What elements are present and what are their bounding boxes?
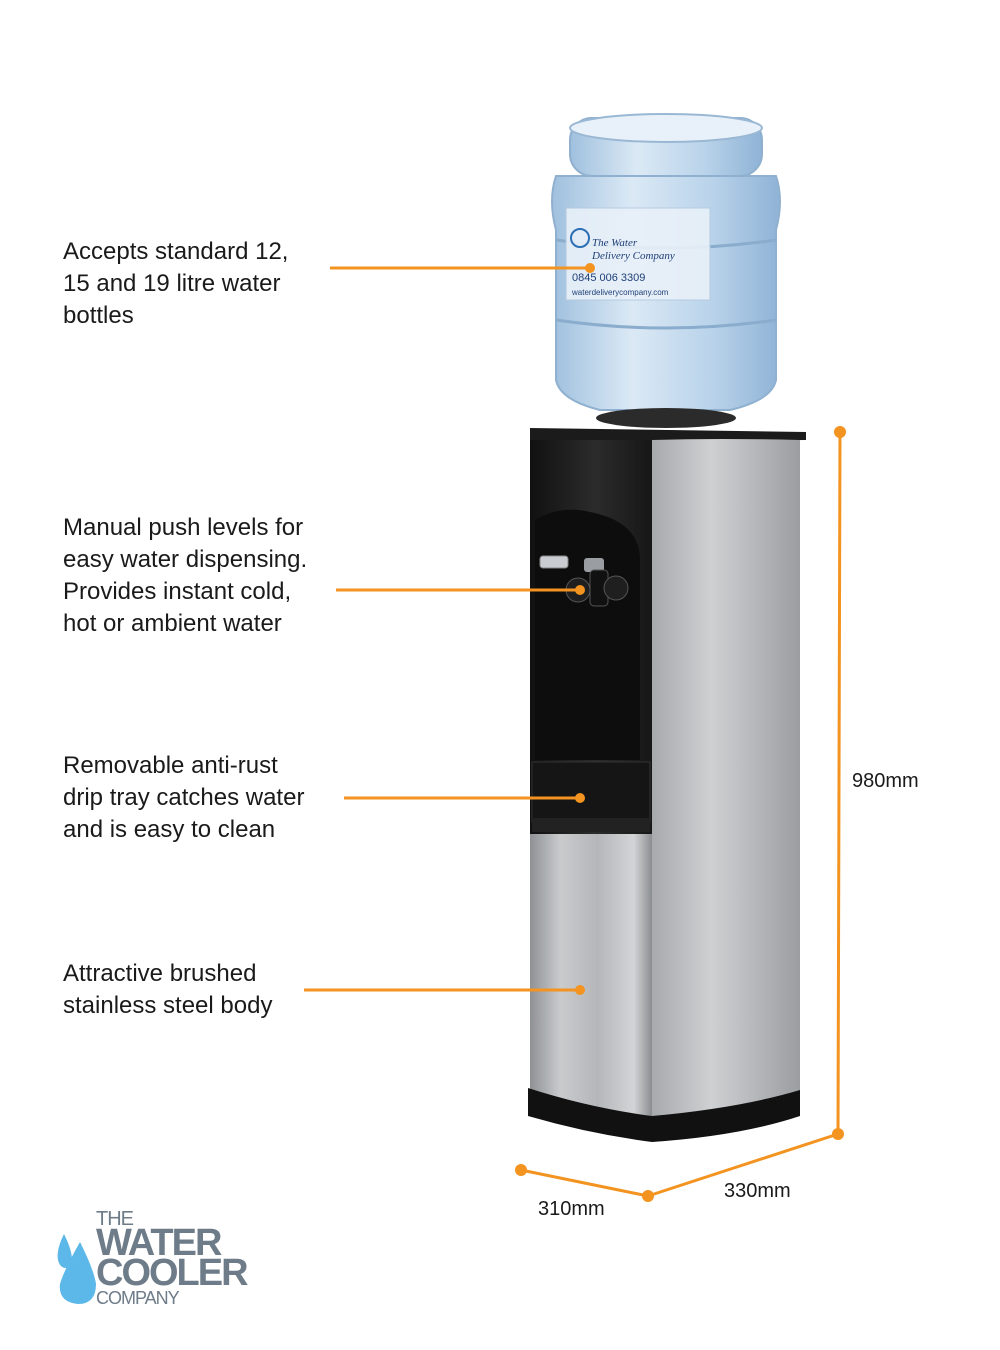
bottle-label-phone: 0845 006 3309	[572, 272, 645, 284]
dimension-height-top	[834, 426, 846, 438]
bottle-label-line2: Delivery Company	[591, 250, 675, 262]
bottle-label-line1: The Water	[592, 237, 638, 249]
bottle-rib-2	[555, 318, 777, 330]
drip-tray	[531, 761, 651, 823]
cooler-side-panel	[652, 439, 800, 1120]
water-drop-icon	[57, 1234, 96, 1304]
leader-bottle-dot	[585, 263, 595, 273]
cooler-lower-front	[530, 834, 652, 1118]
dimension-depth-line	[647, 1132, 839, 1198]
callout-body: Attractive brushed stainless steel body	[63, 960, 273, 1019]
cooler	[528, 428, 806, 1142]
dispense-taps	[539, 555, 629, 607]
leader-drip-tray-dot	[575, 793, 585, 803]
logo-line-water: WATER	[96, 1222, 222, 1264]
bottle-label-url: waterdeliverycompany.com	[571, 288, 669, 297]
callout-drip-tray: Removable anti-rust drip tray catches wa…	[63, 752, 305, 843]
dispense-recess	[535, 509, 640, 760]
dimension-height-line	[836, 431, 842, 1135]
bottle-label-logo	[570, 228, 590, 248]
dimension-width-line	[520, 1168, 649, 1198]
cooler-base	[528, 1088, 800, 1142]
company-logo: THE WATER COOLER COMPANY	[50, 1208, 250, 1310]
dimension-width-label: 310mm	[538, 1198, 605, 1220]
tap-3	[603, 575, 629, 601]
water-bottle: The Water Delivery Company 0845 006 3309…	[551, 113, 781, 428]
dimension-lines	[515, 426, 846, 1202]
leader-taps-dot	[575, 585, 585, 595]
dimension-depth-label: 330mm	[724, 1180, 791, 1202]
dimension-width-end	[515, 1164, 527, 1176]
logo-line-cooler: COOLER	[96, 1252, 249, 1294]
callout-leaders	[304, 263, 595, 995]
cooler-top-cap	[530, 428, 806, 442]
drip-tray-lip	[532, 818, 650, 832]
tap-lever-1	[539, 555, 569, 569]
callout-bottle: Accepts standard 12, 15 and 19 litre wat…	[63, 238, 289, 329]
bottle-label	[565, 207, 711, 301]
logo-line-company: COMPANY	[96, 1288, 180, 1308]
bottle-top	[569, 113, 763, 143]
callout-taps: Manual push levels for easy water dispen…	[63, 514, 308, 637]
logo-line-the: THE	[96, 1208, 134, 1230]
tap-lever-2	[584, 558, 604, 572]
bottle-neck-seat	[596, 408, 736, 428]
dimension-height-label: 980mm	[852, 770, 919, 792]
leader-body-dot	[575, 985, 585, 995]
